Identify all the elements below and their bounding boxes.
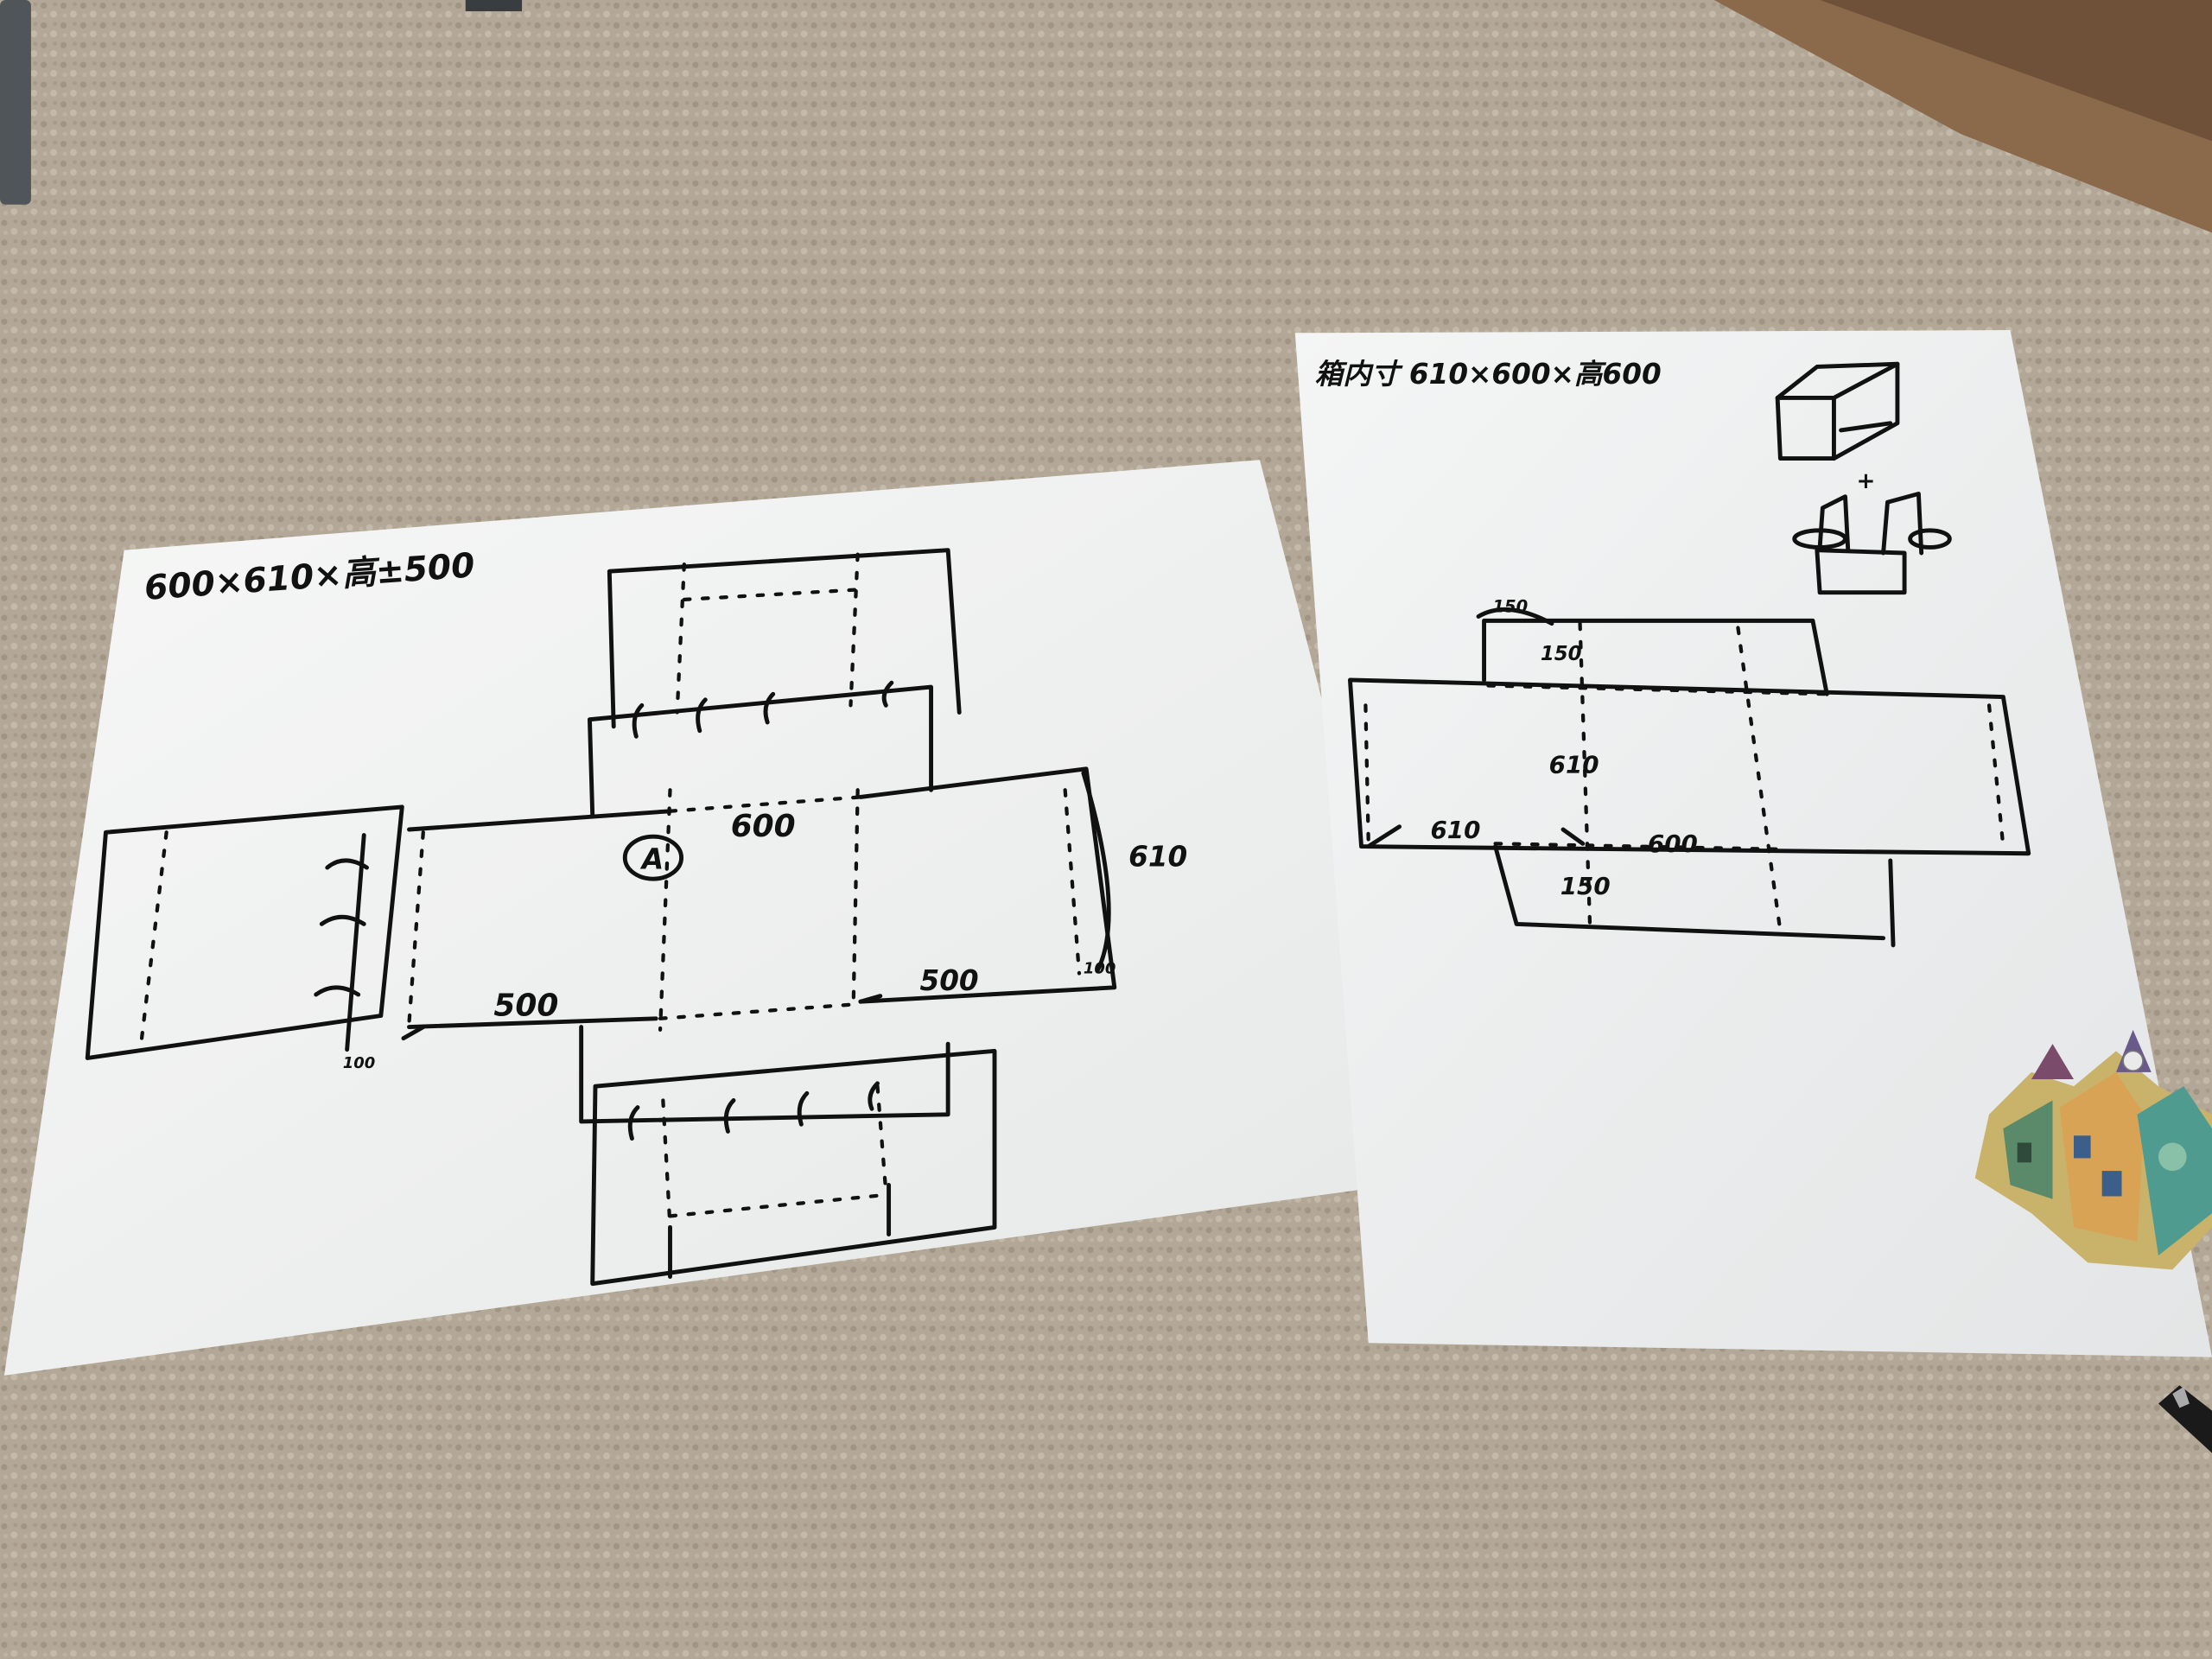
insert-sketch: [1792, 491, 1952, 595]
marker-a-circle: [622, 834, 684, 881]
label-500-right: 500: [919, 964, 978, 997]
plus-sign: +: [1857, 468, 1876, 494]
label-600: 600: [731, 809, 796, 844]
label-100-right: 100: [1084, 960, 1116, 978]
marker-pen: [2158, 1385, 2212, 1453]
label-500-left: 500: [493, 988, 558, 1024]
right-sheet: 箱内寸 610×600×高600 +: [1294, 330, 2212, 1357]
castle-sticker-illustration: [1974, 1029, 2212, 1270]
label-150-top-inner: 150: [1541, 643, 1582, 665]
left-sheet: 600×610×高±500: [3, 460, 1446, 1376]
left-box-net: [85, 548, 1117, 1287]
label-150-bottom: 150: [1560, 872, 1611, 900]
box-sketch: [1775, 361, 1900, 461]
label-100-left: 100: [343, 1054, 375, 1072]
right-sheet-title: 箱内寸 610×600×高600: [1315, 358, 1662, 391]
label-610-center: 610: [1549, 751, 1599, 779]
label-a: A: [639, 843, 664, 876]
label-610-left: 610: [1431, 816, 1481, 844]
label-600-center: 600: [1648, 830, 1698, 858]
label-610: 610: [1128, 840, 1187, 873]
label-150-top-outer: 150: [1492, 597, 1528, 617]
grey-object: [0, 0, 31, 205]
right-box-net: [1348, 607, 2031, 948]
